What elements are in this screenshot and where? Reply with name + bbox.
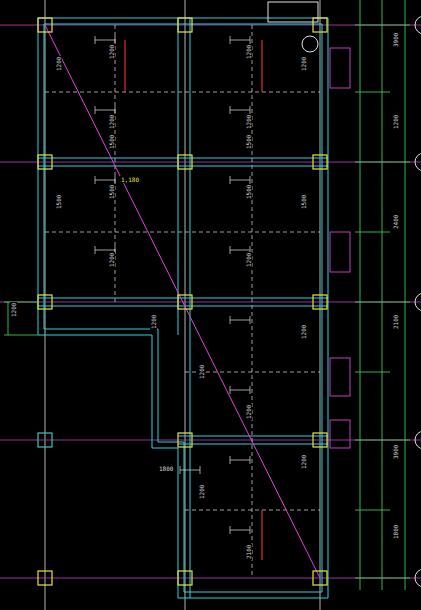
dimension-text: 3900 xyxy=(392,444,399,460)
dimension-text: 1800 xyxy=(158,465,174,472)
dimension-text: 1200 xyxy=(198,364,205,380)
dimension-text: 1200 xyxy=(300,454,307,470)
dimension-text: 1200 xyxy=(300,56,307,72)
red-marks xyxy=(125,40,262,560)
dimension-text: 1200 xyxy=(55,56,62,72)
axis-lines xyxy=(45,0,320,610)
dimension-text: 2100 xyxy=(245,544,252,560)
dimension-text: 1200 xyxy=(300,324,307,340)
dimension-text: 1500 xyxy=(55,194,62,210)
dimension-text: 1200 xyxy=(108,114,115,130)
dimension-text: 1200 xyxy=(245,404,252,420)
dimension-text: 1200 xyxy=(245,252,252,268)
row-axes xyxy=(0,25,421,578)
dimension-lines xyxy=(4,0,410,590)
openings xyxy=(330,48,350,448)
dimension-text: 1200 xyxy=(108,252,115,268)
dimension-text: 2400 xyxy=(392,214,399,230)
dimension-text: 3900 xyxy=(392,32,399,48)
columns xyxy=(38,18,327,585)
dimension-text: 1,180 xyxy=(120,176,140,183)
section-line xyxy=(45,25,320,578)
dimension-text: 1500 xyxy=(300,194,307,210)
beam-outline xyxy=(38,18,328,598)
dimension-text: 1200 xyxy=(150,314,157,330)
dimension-text: 1500 xyxy=(108,134,115,150)
dimension-text: 2100 xyxy=(392,314,399,330)
dimension-text: 1500 xyxy=(245,134,252,150)
axis-bubbles xyxy=(268,2,421,587)
dimension-text: 1500 xyxy=(245,184,252,200)
dimension-text: 1200 xyxy=(10,302,17,318)
dimension-text: 1200 xyxy=(245,114,252,130)
dimension-text: 1200 xyxy=(108,44,115,60)
dimension-text: 1800 xyxy=(392,524,399,540)
dimension-text: 1200 xyxy=(198,484,205,500)
dimension-text: 1500 xyxy=(108,184,115,200)
dimension-text: 1200 xyxy=(245,44,252,60)
support-marks xyxy=(95,36,250,534)
secondary-beams xyxy=(45,25,320,578)
dimension-text: 1200 xyxy=(392,114,399,130)
